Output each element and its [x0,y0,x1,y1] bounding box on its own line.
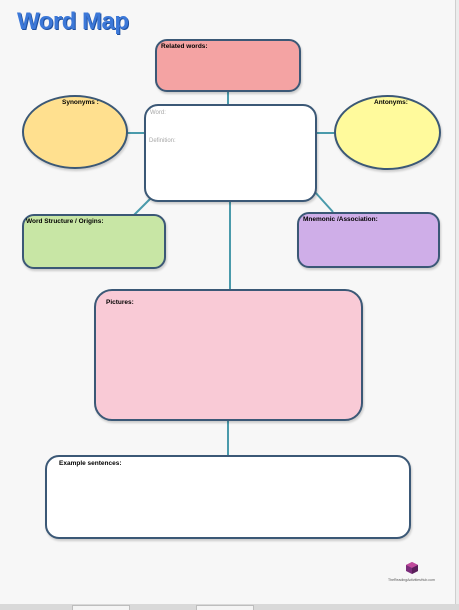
word-structure-label: Word Structure / Origins: [26,218,104,225]
synonyms-label: Synonyms : [62,99,99,106]
connector-mnemonic [314,191,334,213]
synonyms-ellipse[interactable]: Synonyms : [22,95,128,169]
mnemonic-label: Mnemonic /Association: [303,216,378,223]
footer-text: TheReadingActivitiesHub.com [388,578,435,582]
example-sentences-box[interactable]: Example sentences: [45,455,411,539]
word-label: Word: [150,110,166,116]
sheet-tab-2[interactable] [196,605,254,610]
related-words-label: Related words: [161,43,208,50]
antonyms-label: Antonyms: [374,99,408,106]
example-sentences-label: Example sentences: [59,460,122,467]
word-definition-box[interactable]: Word: Definition: [144,104,317,202]
antonyms-ellipse[interactable]: Antonyms: [334,95,441,170]
pictures-box[interactable]: Pictures: [94,289,363,421]
page-title: Word Map [17,8,129,35]
definition-label: Definition: [149,138,176,144]
pictures-label: Pictures: [106,299,134,306]
related-words-box[interactable]: Related words: [155,39,301,92]
sheet-tab-1[interactable] [72,605,130,610]
word-structure-box[interactable]: Word Structure / Origins: [22,214,166,269]
mnemonic-box[interactable]: Mnemonic /Association: [297,212,440,268]
logo-icon [406,562,418,574]
connector-structure [132,196,153,217]
